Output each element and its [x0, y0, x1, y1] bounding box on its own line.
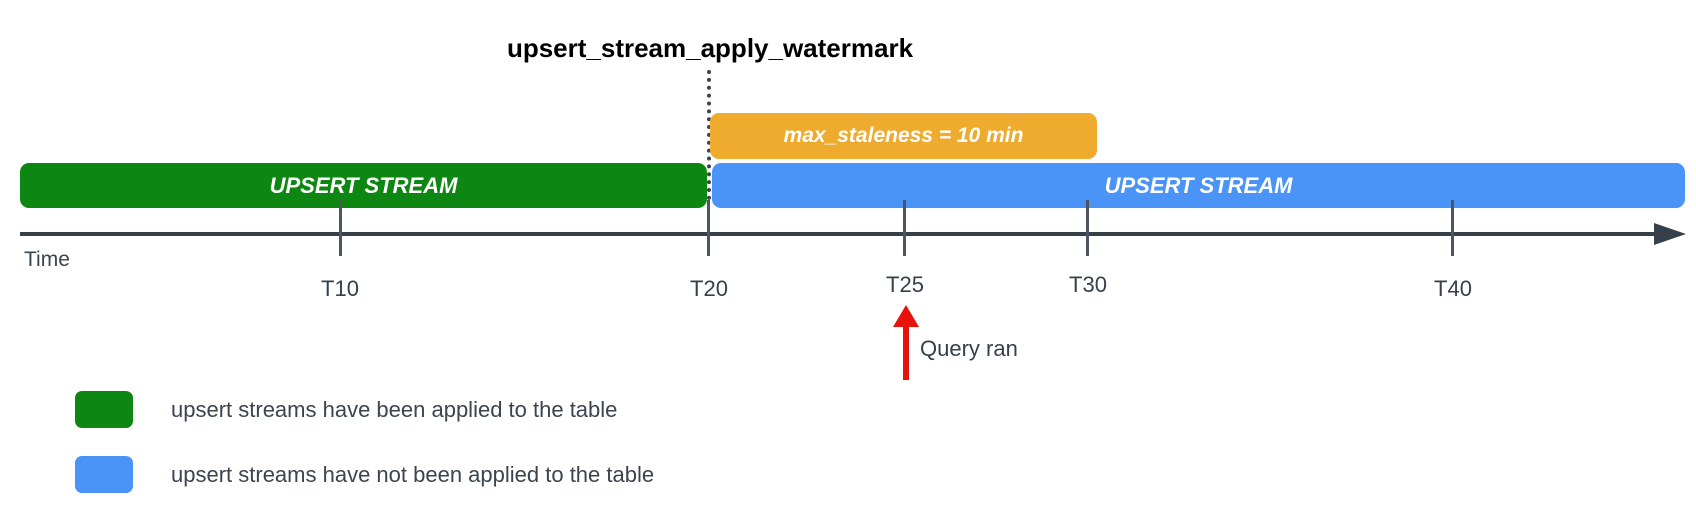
- tick-label-t40: T40: [1434, 276, 1472, 301]
- time-axis-line: [20, 232, 1660, 236]
- time-axis-arrow-icon: [1654, 223, 1686, 245]
- tick-mark-t20: [707, 200, 710, 256]
- diagram-title: upsert_stream_apply_watermark: [506, 33, 914, 63]
- legend-item-not-applied: upsert streams have not been applied to …: [75, 456, 654, 493]
- upsert-stream-not-applied-bar: UPSERT STREAM: [712, 163, 1685, 208]
- time-axis-label: Time: [24, 248, 70, 271]
- tick-mark-t10: [339, 200, 342, 256]
- tick-mark-t30: [1086, 200, 1089, 256]
- legend-label-applied: upsert streams have been applied to the …: [171, 396, 618, 422]
- legend-swatch-blue: [75, 456, 133, 493]
- tick-label-t25: T25: [886, 272, 924, 297]
- max-staleness-bar: max_staleness = 10 min: [710, 113, 1097, 159]
- legend-label-not-applied: upsert streams have not been applied to …: [171, 461, 655, 487]
- query-ran-label: Query ran: [920, 336, 1018, 361]
- upsert-stream-applied-bar: UPSERT STREAM: [20, 163, 707, 208]
- tick-label-t30: T30: [1069, 272, 1107, 297]
- tick-label-t20: T20: [690, 276, 728, 301]
- legend-item-applied: upsert streams have been applied to the …: [75, 391, 617, 428]
- tick-mark-t25: [903, 200, 906, 256]
- query-ran-arrow-icon: [893, 305, 919, 327]
- tick-label-t10: T10: [321, 276, 359, 301]
- tick-mark-t40: [1451, 200, 1454, 256]
- legend-swatch-green: [75, 391, 133, 428]
- upsert-stream-not-applied-label: UPSERT STREAM: [1104, 172, 1293, 198]
- upsert-stream-applied-label: UPSERT STREAM: [269, 172, 458, 198]
- watermark-dotted-line: [707, 70, 711, 200]
- query-ran-arrow-shaft: [903, 323, 909, 380]
- max-staleness-label: max_staleness = 10 min: [783, 124, 1024, 147]
